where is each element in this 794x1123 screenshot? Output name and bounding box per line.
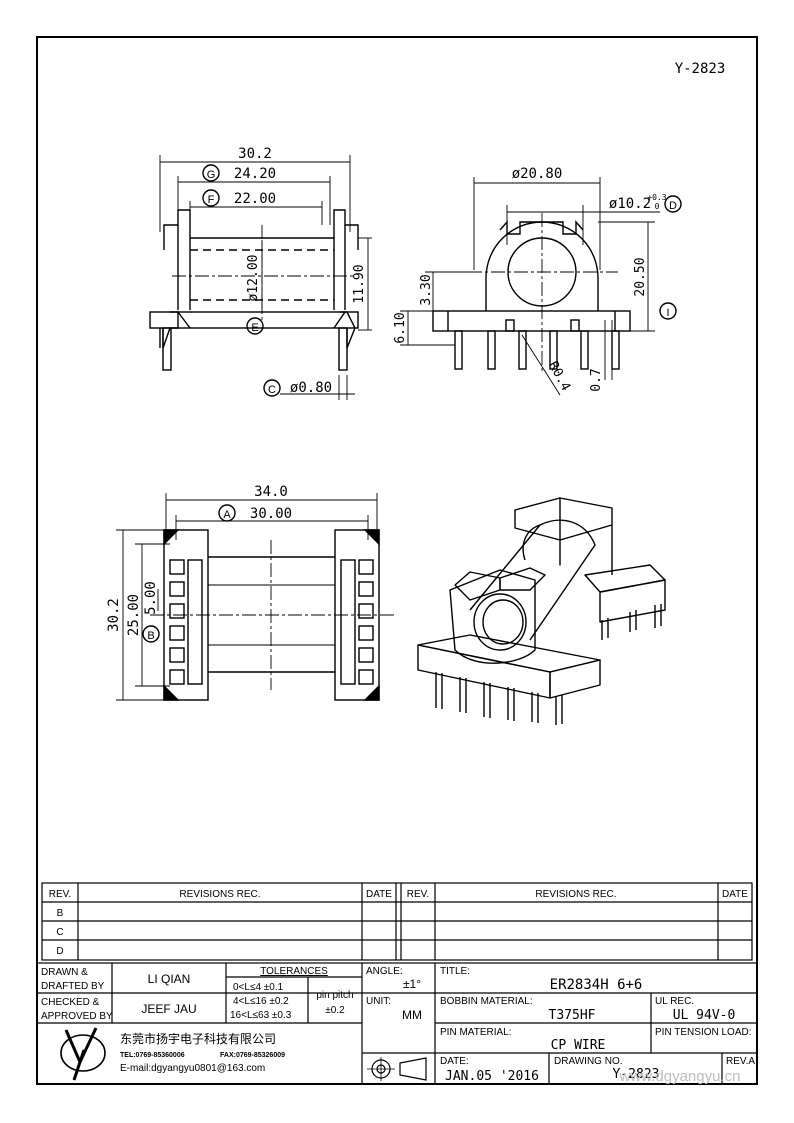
rev-row-d: D: [56, 946, 63, 957]
ul-label: UL REC.: [655, 996, 694, 1007]
dim-top-a: 30.00: [250, 506, 292, 522]
dim-top-h-overall: 30.2: [106, 598, 122, 632]
drawing-no-label: DRAWING NO.: [554, 1056, 623, 1067]
drawing-id: Y-2823: [675, 61, 726, 77]
title-label: TITLE:: [440, 966, 470, 977]
rev-label: REV.A: [726, 1056, 755, 1067]
rev-header-right: REV.: [407, 889, 429, 900]
marker-e: E: [251, 322, 258, 334]
dim-side-tol-upper: +0.3: [647, 193, 666, 202]
front-view: [149, 155, 372, 400]
bobbin-value: T375HF: [549, 1008, 596, 1023]
marker-d: D: [669, 200, 677, 212]
dim-top-overall: 34.0: [254, 484, 288, 500]
side-view-labels: ø20.80 ø10.2 +0.3 0 D 3.30 20.50 6.10 R0…: [393, 166, 677, 394]
tol-3: 16<L≤63 ±0.3: [230, 1010, 292, 1021]
front-view-labels: 30.2 24.20 22.00 ø12.00 11.90 ø0.80 G F …: [207, 146, 367, 396]
rev-row-c: C: [56, 927, 63, 938]
pin-pitch-value: ±0.2: [325, 1005, 345, 1016]
pin-tension-label: PIN TENSION LOAD:: [655, 1027, 752, 1038]
dim-side-inner: ø10.2: [609, 196, 651, 212]
dim-front-f: 22.00: [234, 191, 276, 207]
unit-value: MM: [402, 1008, 422, 1022]
unit-label: UNIT:: [366, 996, 391, 1007]
pin-material-label: PIN MATERIAL:: [440, 1027, 512, 1038]
tol-1: 0<L≤4 ±0.1: [233, 982, 284, 993]
company-email: E-mail:dgyangyu0801@163.com: [120, 1063, 265, 1074]
pin-pitch-label: pin pitch: [316, 990, 353, 1001]
company-name-cn: 东莞市扬宇电子科技有限公司: [120, 1031, 276, 1046]
dim-radius: R0.4: [545, 359, 573, 394]
company-logo: [60, 1027, 106, 1081]
bobbin-label: BOBBIN MATERIAL:: [440, 996, 533, 1007]
revision-table: [41, 882, 753, 961]
drafted-label: DRAFTED BY: [41, 981, 105, 992]
date-header-left: DATE: [366, 889, 392, 900]
watermark: www.dgyangyu.cn: [619, 1068, 741, 1085]
drawn-value: LI QIAN: [148, 972, 191, 986]
marker-a: A: [223, 509, 231, 521]
drawn-label: DRAWN &: [41, 967, 88, 978]
pin-material-value: CP WIRE: [551, 1038, 606, 1053]
dim-front-overall: 30.2: [238, 146, 272, 162]
dim-pin-diam: ø0.80: [290, 380, 332, 396]
dim-side-h1: 3.30: [419, 274, 434, 305]
title-block: [36, 962, 758, 1085]
tolerances-label: TOLERANCES: [260, 966, 328, 977]
rec-header-left: REVISIONS REC.: [179, 889, 260, 900]
rev-header-left: REV.: [49, 889, 71, 900]
marker-c: C: [268, 384, 276, 396]
top-view: [116, 493, 395, 701]
angle-label: ANGLE:: [366, 966, 403, 977]
dim-front-height: 11.90: [352, 264, 367, 303]
dim-pin-offset: 0.7: [589, 368, 604, 391]
angle-value: ±1°: [403, 977, 421, 991]
company-tel: TEL:0769-85360006: [120, 1052, 185, 1059]
approved-label: APPROVED BY: [41, 1011, 113, 1022]
dim-side-tol-lower: 0: [655, 202, 660, 211]
dim-top-pitch: 5.00: [143, 581, 159, 615]
dim-side-outer: ø20.80: [512, 166, 563, 182]
marker-i: I: [666, 307, 669, 319]
company-info: 东莞市扬宇电子科技有限公司 TEL:0769-85360006 FAX:0769…: [120, 1031, 285, 1074]
marker-f: F: [208, 194, 215, 206]
company-fax: FAX:0769-85326009: [220, 1052, 285, 1059]
top-view-labels: 34.0 30.00 A 30.2 25.00 5.00 B: [106, 484, 292, 642]
date-value: JAN.05 '2016: [445, 1069, 539, 1084]
title-value: ER2834H 6+6: [550, 977, 643, 993]
marker-b: B: [147, 630, 154, 642]
date-header-right: DATE: [722, 889, 748, 900]
side-view: [400, 177, 682, 396]
rec-header-right: REVISIONS REC.: [535, 889, 616, 900]
dim-side-base: 6.10: [393, 312, 408, 343]
dim-front-g: 24.20: [234, 166, 276, 182]
dim-top-h2: 25.00: [126, 594, 142, 636]
checked-label: CHECKED &: [41, 997, 100, 1008]
dim-front-diam: ø12.00: [246, 255, 261, 302]
rev-row-b: B: [57, 908, 64, 919]
date-label: DATE:: [440, 1056, 469, 1067]
revision-labels: REV. REVISIONS REC. DATE REV. REVISIONS …: [49, 889, 749, 957]
dim-side-h2: 20.50: [633, 257, 648, 296]
marker-g: G: [207, 169, 216, 181]
checked-value: JEEF JAU: [141, 1002, 196, 1016]
tol-2: 4<L≤16 ±0.2: [233, 996, 289, 1007]
isometric-view: [417, 497, 666, 725]
drawing-no-value: Y-2823: [613, 1067, 660, 1082]
title-block-labels: DRAWN & DRAFTED BY LI QIAN CHECKED & APP…: [41, 966, 755, 1084]
ul-value: UL 94V-0: [673, 1008, 736, 1023]
